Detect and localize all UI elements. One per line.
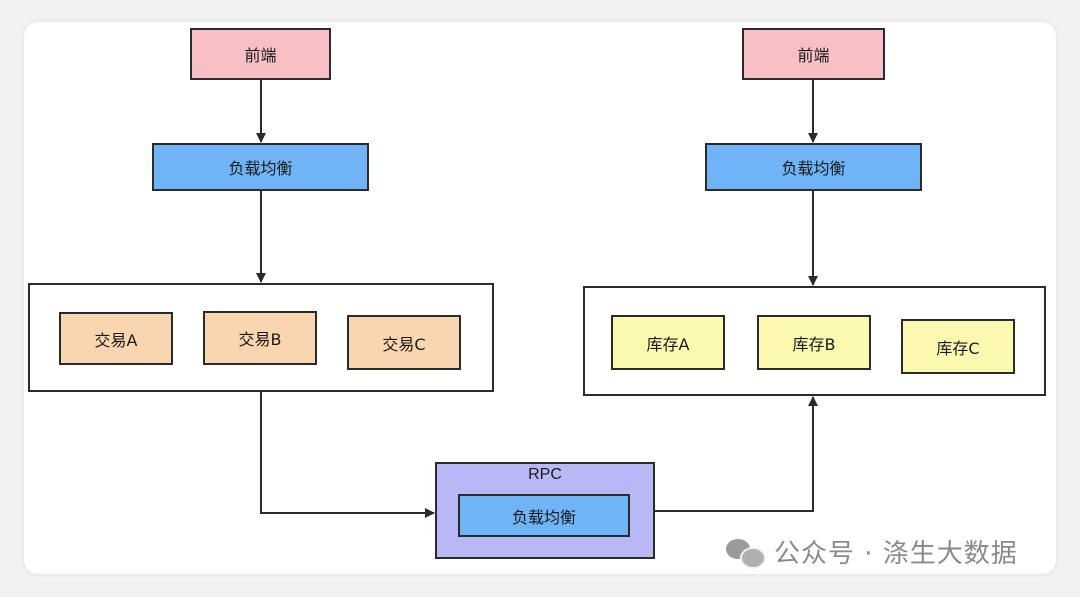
trade-c-box: 交易C	[347, 315, 461, 370]
stock-a-box: 库存A	[611, 315, 725, 370]
stock-c-box: 库存C	[901, 319, 1015, 374]
left-frontend-box: 前端	[190, 28, 331, 80]
rpc-load-balancer-box: 负载均衡	[458, 494, 630, 537]
trade-b-box: 交易B	[203, 311, 317, 365]
watermark: 公众号 · 涤生大数据	[726, 533, 1018, 570]
rpc-title: RPC	[528, 466, 562, 483]
right-frontend-box: 前端	[742, 28, 885, 80]
watermark-text: 公众号 · 涤生大数据	[774, 539, 1018, 569]
right-load-balancer-box: 负载均衡	[705, 143, 922, 191]
trade-a-box: 交易A	[59, 312, 173, 365]
wechat-icon	[726, 537, 766, 569]
stock-b-box: 库存B	[757, 315, 871, 370]
left-load-balancer-box: 负载均衡	[152, 143, 369, 191]
